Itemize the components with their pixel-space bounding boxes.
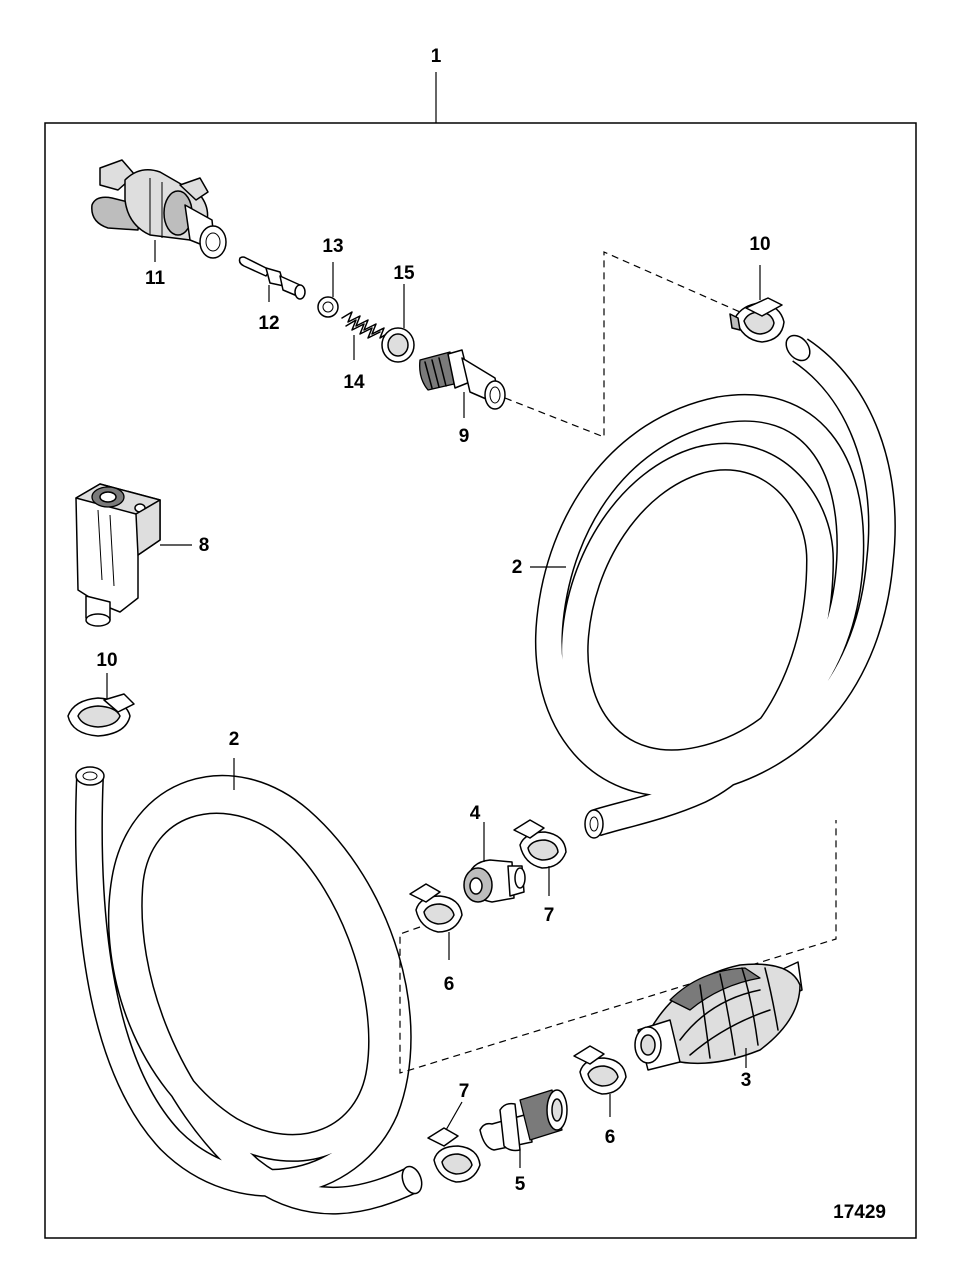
callout-12: 12 xyxy=(258,313,279,334)
figure-number: 17429 xyxy=(833,1202,886,1223)
callout-4: 4 xyxy=(470,803,481,824)
callout-8: 8 xyxy=(199,535,210,556)
callout-10-upper: 10 xyxy=(749,234,770,255)
hose-clamp-part-6-lower xyxy=(573,1045,627,1095)
hose-clamp-part-6-upper xyxy=(409,883,463,933)
callout-3: 3 xyxy=(741,1070,752,1091)
callout-7-lower: 7 xyxy=(459,1081,470,1102)
callout-1: 1 xyxy=(431,46,442,67)
hose-clamp-part-7-upper xyxy=(513,819,567,869)
callout-6-upper: 6 xyxy=(444,974,455,995)
fuel-connector-part-11 xyxy=(91,159,227,259)
dashed-connector-6-to-3 xyxy=(399,820,837,1074)
hose-connector-part-4 xyxy=(463,859,526,903)
primer-bulb-part-3 xyxy=(634,961,803,1071)
dashed-connector-9-to-10 xyxy=(504,251,741,438)
callout-2-upper: 2 xyxy=(512,557,523,578)
hose-clamp-part-10-upper xyxy=(729,297,785,343)
valve-pin-part-12 xyxy=(238,256,306,300)
hose-clamp-part-10-lower xyxy=(67,693,135,737)
callout-7-upper: 7 xyxy=(544,905,555,926)
tank-connector-part-8 xyxy=(75,483,161,627)
hose-fitting-part-9 xyxy=(419,349,506,410)
fuel-hose-part-2-lower xyxy=(74,766,423,1215)
washer-part-15 xyxy=(381,327,415,363)
kit-frame xyxy=(44,122,917,1239)
callout-5: 5 xyxy=(515,1174,526,1195)
callout-10-lower: 10 xyxy=(96,650,117,671)
callout-11: 11 xyxy=(145,268,166,289)
callout-9: 9 xyxy=(459,426,470,447)
callout-2-lower: 2 xyxy=(229,729,240,750)
callout-14: 14 xyxy=(343,372,365,393)
hose-clamp-part-7-lower xyxy=(427,1127,481,1183)
leader-7-lower xyxy=(445,1101,463,1131)
hose-connector-part-5 xyxy=(479,1089,568,1152)
callout-6-lower: 6 xyxy=(605,1127,616,1148)
callout-13: 13 xyxy=(322,236,343,257)
callout-15: 15 xyxy=(393,263,415,284)
spring-part-14 xyxy=(341,311,391,339)
o-ring-part-13 xyxy=(317,296,339,318)
fuel-hose-part-2-upper xyxy=(534,334,896,839)
